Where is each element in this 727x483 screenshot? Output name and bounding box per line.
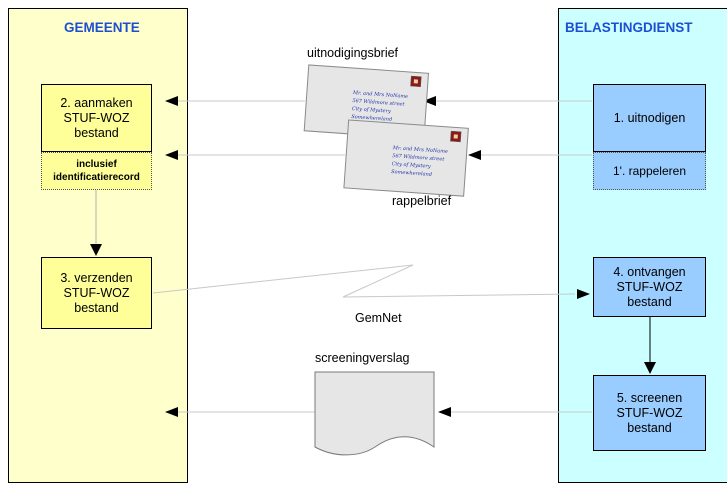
arrow-head-remind-left xyxy=(165,150,178,160)
svg-text:Somewhereland: Somewhereland xyxy=(391,169,432,178)
label-invitation-letter: uitnodigingsbrief xyxy=(307,46,399,60)
step-4-line-1: 4. ontvangen xyxy=(613,264,686,279)
step-2-note-line-2: identificatierecord xyxy=(53,172,140,183)
arrow-head-2-to-3 xyxy=(90,244,102,256)
step-2-note-line-1: inclusief xyxy=(76,159,117,170)
step-4-box: 4. ontvangen STUF-WOZ bestand xyxy=(593,257,706,317)
svg-text:Mr. and Mrs NoName: Mr. and Mrs NoName xyxy=(392,145,449,155)
envelope-invitation: Mr. and Mrs NoName 567 Wildmore street C… xyxy=(303,64,430,140)
arrow-head-report-right xyxy=(438,407,451,417)
step-2-box: 2. aanmaken STUF-WOZ bestand xyxy=(41,84,152,152)
lane-title-gemeente: GEMEENTE xyxy=(64,20,140,35)
step-5-box: 5. screenen STUF-WOZ bestand xyxy=(593,375,706,451)
label-screening-report: screeningverslag xyxy=(315,351,410,365)
step-3-line-2: STUF-WOZ xyxy=(63,285,130,300)
arrow-head-4-to-5 xyxy=(644,362,656,374)
svg-text:567 Wildmore street: 567 Wildmore street xyxy=(392,153,445,163)
arrow-head-invite-right xyxy=(423,96,436,106)
step-5-line-2: STUF-WOZ xyxy=(616,405,683,420)
step-5-line-3: bestand xyxy=(627,420,672,435)
svg-text:City of Mystery: City of Mystery xyxy=(391,161,430,170)
step-2-line-1: 2. aanmaken xyxy=(60,95,133,110)
step-2-line-2: STUF-WOZ xyxy=(63,110,130,125)
lane-title-belastingdienst: BELASTINGDIENST xyxy=(565,20,693,35)
arrow-head-remind-right xyxy=(468,150,481,160)
step-2-note: inclusief identificatierecord xyxy=(41,152,152,190)
arrow-head-gemnet xyxy=(577,289,590,299)
step-4-line-3: bestand xyxy=(627,294,672,309)
step-3-line-3: bestand xyxy=(74,300,119,315)
arrow-head-report-left xyxy=(165,407,178,417)
label-reminder-letter: rappelbrief xyxy=(392,194,452,208)
step-5-line-1: 5. screenen xyxy=(616,390,683,405)
report-document-shape xyxy=(314,371,435,456)
svg-text:Somewhereland: Somewhereland xyxy=(351,114,392,123)
step-1b-label: 1'. rappeleren xyxy=(612,164,686,178)
envelope-reminder: Mr. and Mrs NoName 567 Wildmore street C… xyxy=(343,119,469,197)
svg-text:567 Wildmore street: 567 Wildmore street xyxy=(352,98,405,108)
step-1-box: 1. uitnodigen xyxy=(593,84,706,152)
step-4-line-2: STUF-WOZ xyxy=(616,279,683,294)
svg-text:Mr. and Mrs NoName: Mr. and Mrs NoName xyxy=(352,90,409,100)
step-2-line-3: bestand xyxy=(74,125,119,140)
connector-gemnet xyxy=(152,264,576,298)
step-3-line-1: 3. verzenden xyxy=(60,270,133,285)
step-3-box: 3. verzenden STUF-WOZ bestand xyxy=(41,257,152,329)
arrow-head-invite-left xyxy=(165,96,178,106)
step-1-label: 1. uitnodigen xyxy=(613,110,686,125)
label-network: GemNet xyxy=(355,311,402,325)
svg-text:City of Mystery: City of Mystery xyxy=(352,106,391,115)
step-1b-box: 1'. rappeleren xyxy=(593,152,706,190)
